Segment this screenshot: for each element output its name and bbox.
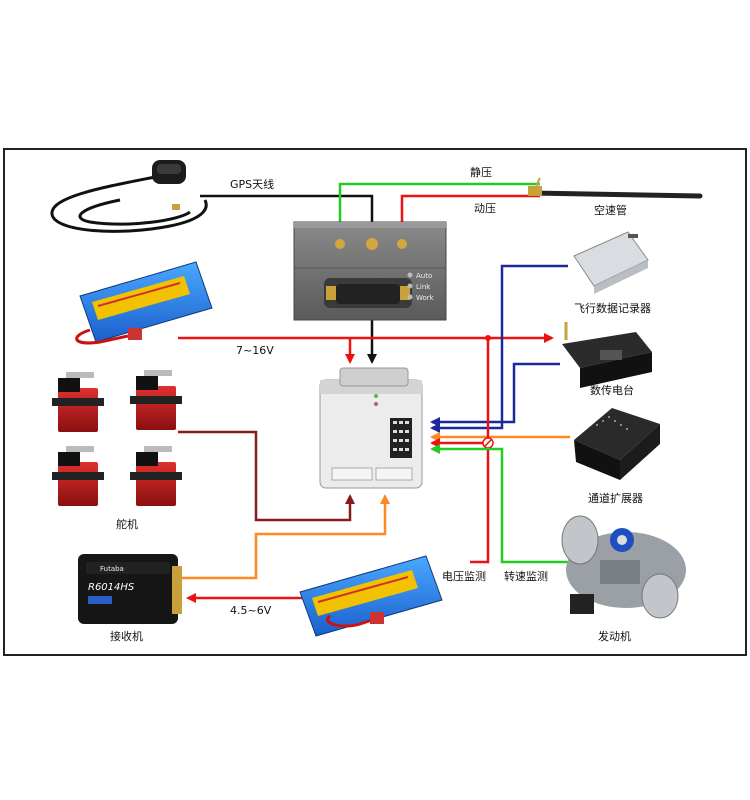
datalink-line	[430, 362, 560, 427]
label-flight-recorder: 飞行数据记录器	[574, 301, 651, 315]
channel-expander	[574, 408, 660, 480]
led-auto: Auto	[416, 272, 432, 280]
label-pitot-tube: 空速管	[594, 203, 627, 217]
label-dynamic-pressure: 动压	[474, 202, 496, 215]
receiver-brand: Futaba	[100, 565, 124, 573]
receiver: Futaba R6014HS	[78, 554, 182, 624]
flight-data-recorder	[573, 231, 649, 294]
rpm-monitor-line	[430, 444, 572, 564]
label-rpm-monitor: 转速监测	[504, 569, 548, 583]
datalink-radio	[562, 322, 652, 388]
label-datalink: 数传电台	[590, 383, 634, 397]
label-voltage-monitor: 电压监测	[442, 570, 486, 583]
servo-line	[178, 430, 355, 522]
led-work: Work	[416, 294, 435, 302]
recorder-line	[430, 264, 568, 433]
servos	[52, 370, 182, 506]
main-battery	[75, 261, 213, 345]
label-static-pressure: 静压	[470, 165, 492, 179]
receiver-battery	[299, 555, 443, 637]
static-pressure-line	[335, 182, 540, 242]
gps-antenna	[50, 160, 208, 233]
label-engine: 发动机	[598, 629, 631, 643]
air-data-box	[293, 221, 447, 321]
engine	[561, 515, 686, 619]
receiver-line	[178, 494, 390, 580]
label-receiver-voltage: 4.5~6V	[230, 604, 272, 617]
status-leds: Auto Link Work	[407, 272, 435, 302]
label-receiver: 接收机	[110, 629, 143, 643]
label-channel-expander: 通道扩展器	[588, 491, 643, 505]
flight-controller	[319, 367, 423, 489]
label-servos: 舵机	[116, 517, 138, 531]
label-voltage-in: 7~16V	[236, 344, 274, 357]
pitot-tube	[528, 177, 703, 199]
voltage-monitor-line	[470, 338, 490, 564]
label-gps: GPS天线	[230, 177, 274, 191]
receiver-model: R6014HS	[88, 582, 135, 593]
led-link: Link	[416, 283, 431, 291]
